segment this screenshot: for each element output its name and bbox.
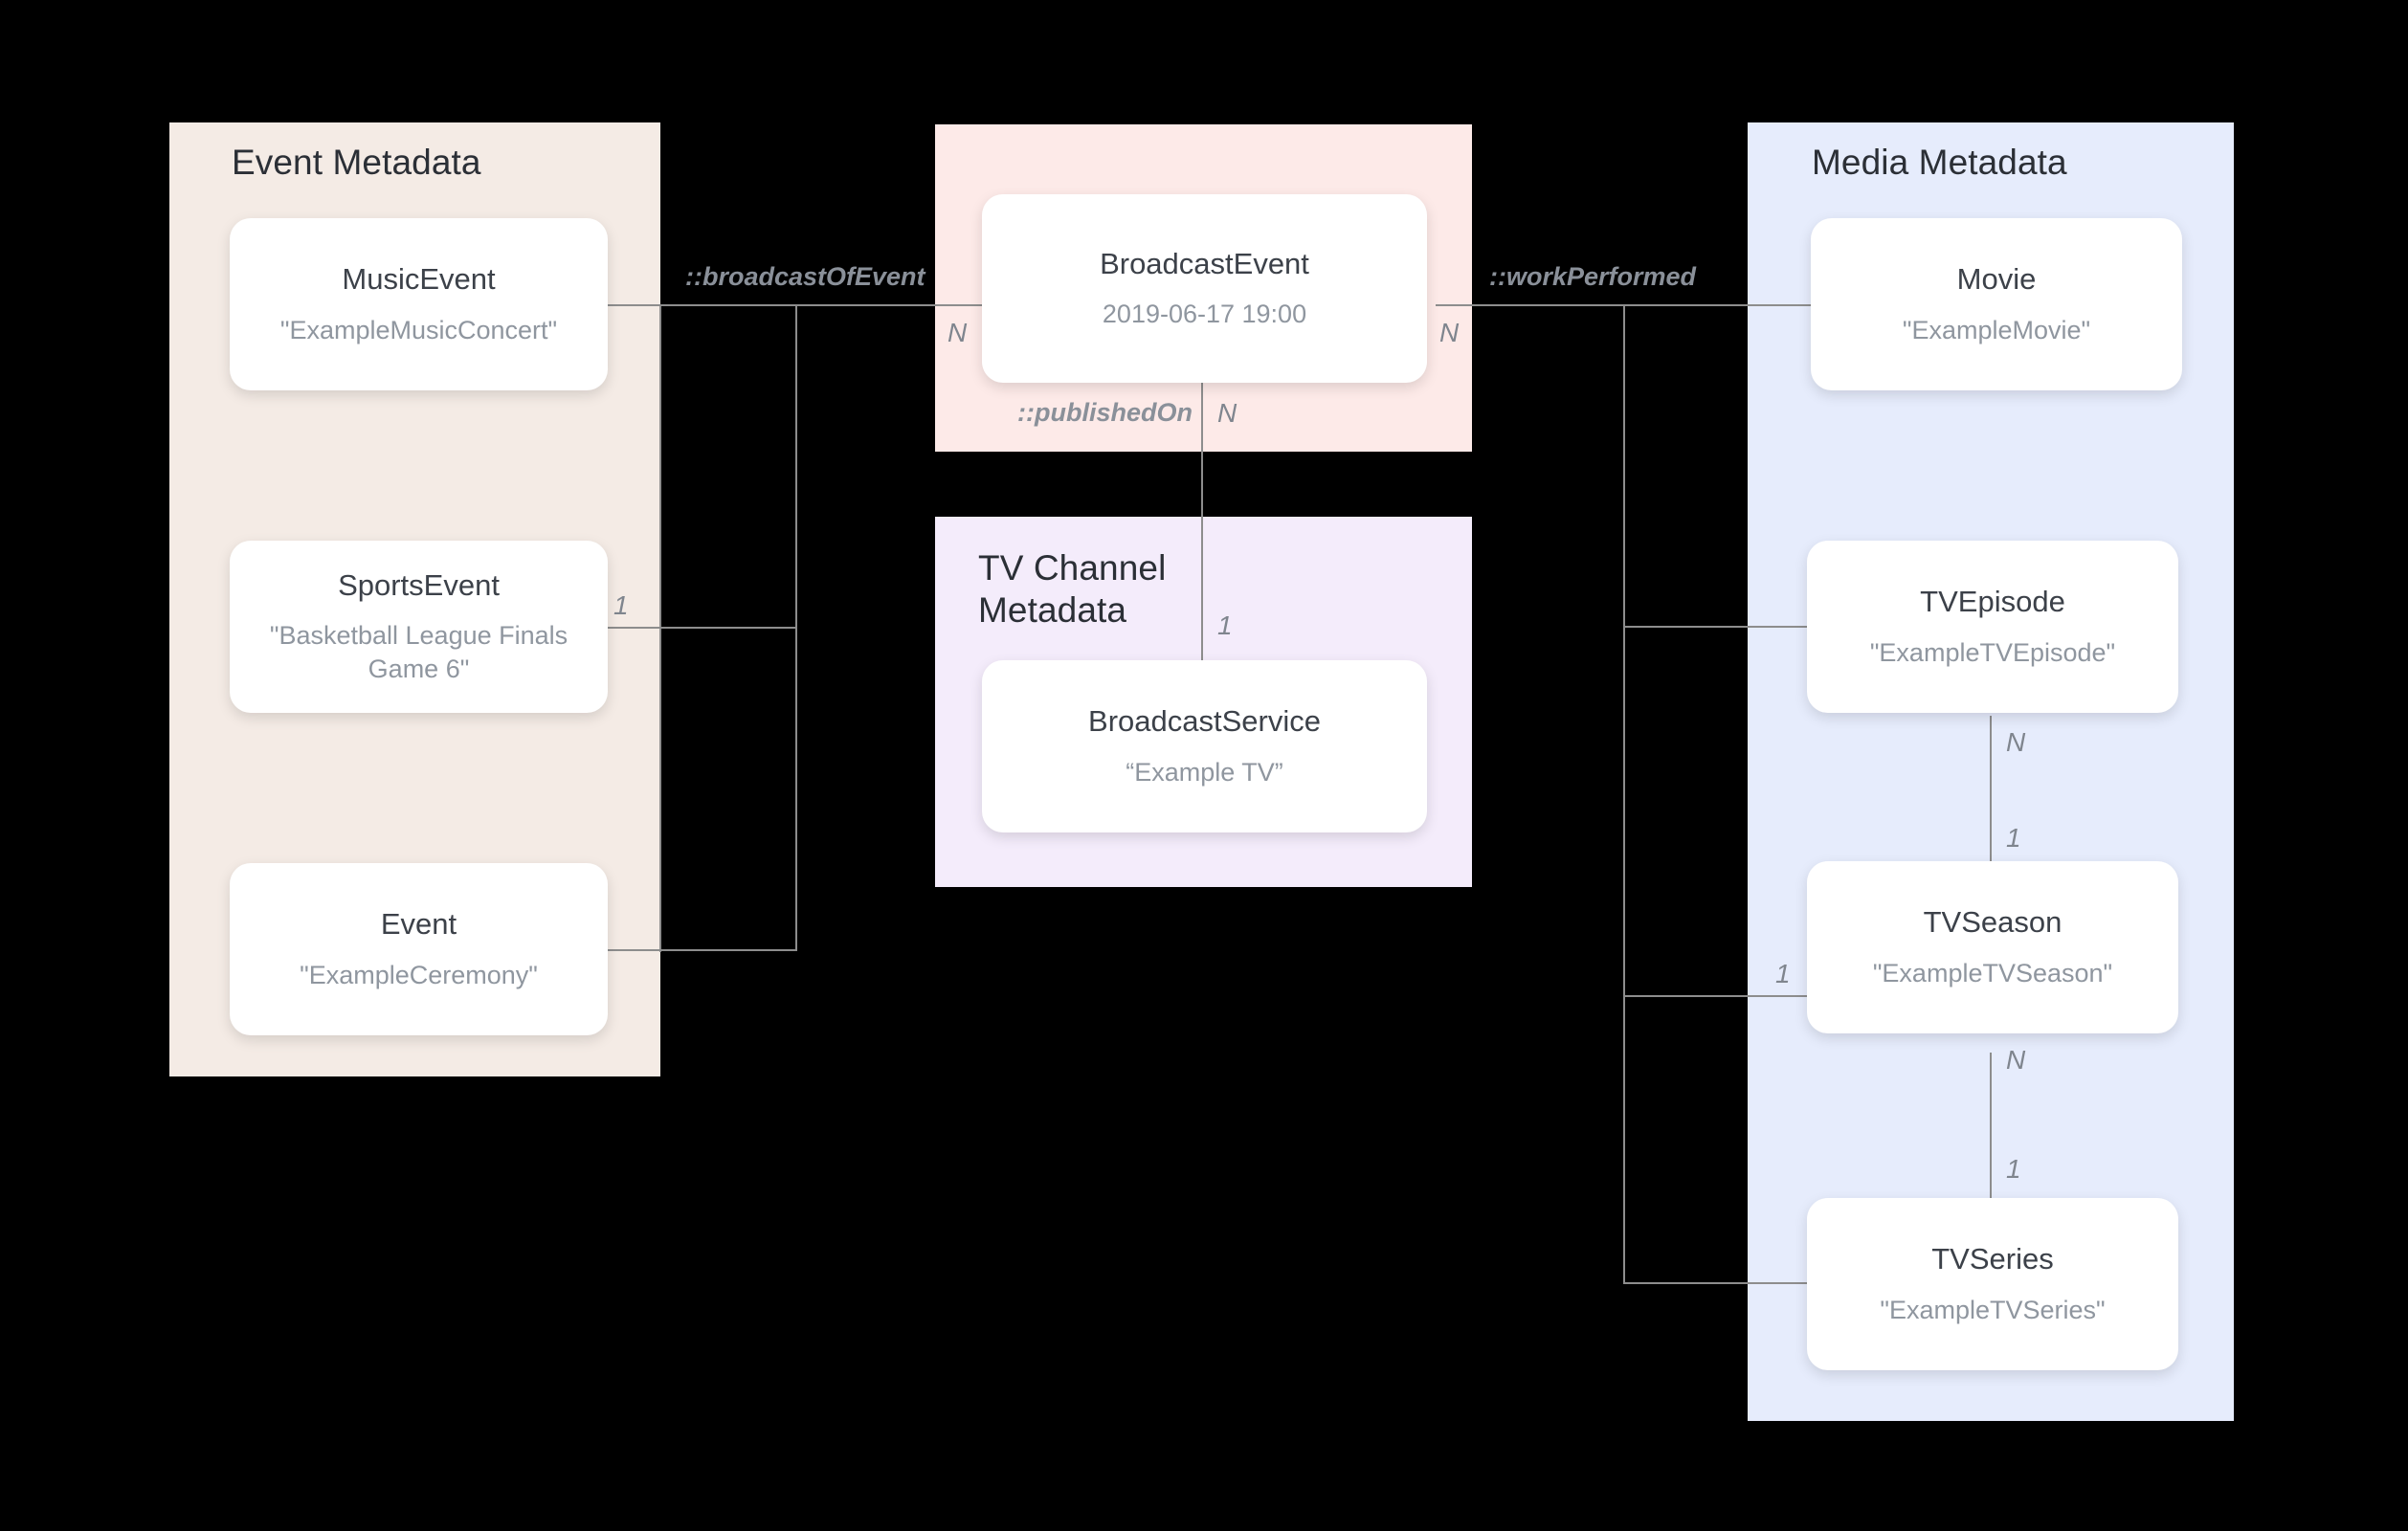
cardinality-tv-season-top: 1	[2006, 823, 2021, 853]
entity-card-tv-season[interactable]: TVSeason "ExampleTVSeason"	[1807, 861, 2178, 1033]
entity-type-broadcast-service: BroadcastService	[1088, 704, 1321, 739]
entity-value-tv-season: "ExampleTVSeason"	[1872, 958, 2113, 987]
entity-type-broadcast-event: BroadcastEvent	[1100, 246, 1309, 280]
entity-card-tv-series[interactable]: TVSeries "ExampleTVSeries"	[1807, 1198, 2178, 1370]
edge-trunk-to-broadcast-event	[659, 304, 1071, 306]
cardinality-tv-series-top: 1	[2006, 1154, 2021, 1184]
edge-event-trunk-riser	[659, 304, 661, 952]
group-title-event-metadata: Event Metadata	[232, 143, 481, 182]
edge-broadcast-event-to-broadcast-service	[1201, 383, 1203, 660]
entity-value-broadcast-service: “Example TV”	[1126, 757, 1283, 787]
entity-type-event: Event	[380, 907, 457, 942]
edge-event-trunk-vertical	[795, 304, 797, 951]
entity-value-broadcast-event: 2019-06-17 19:00	[1102, 300, 1307, 329]
entity-type-tv-season: TVSeason	[1923, 905, 2062, 940]
entity-value-event: "ExampleCeremony"	[300, 960, 538, 989]
entity-card-broadcast-service[interactable]: BroadcastService “Example TV”	[982, 660, 1427, 832]
edge-media-trunk-vertical	[1623, 304, 1625, 1283]
entity-type-tv-series: TVSeries	[1931, 1242, 2054, 1276]
entity-card-sports-event[interactable]: SportsEvent "Basketball League Finals Ga…	[230, 541, 608, 713]
cardinality-tv-episode-bottom: N	[2006, 727, 2026, 757]
entity-card-music-event[interactable]: MusicEvent "ExampleMusicConcert"	[230, 218, 608, 390]
entity-value-sports-event: "Basketball League Finals Game 6"	[269, 621, 569, 684]
entity-card-tv-episode[interactable]: TVEpisode "ExampleTVEpisode"	[1807, 541, 2178, 713]
group-title-tv-channel-metadata: TV Channel Metadata	[978, 548, 1167, 630]
entity-card-broadcast-event[interactable]: BroadcastEvent 2019-06-17 19:00	[982, 194, 1427, 383]
relation-label-broadcast-of-event: ::broadcastOfEvent	[685, 262, 925, 291]
cardinality-sports-event-right: 1	[613, 590, 629, 620]
edge-event-to-trunk	[600, 949, 797, 951]
edge-tv-season-to-tv-series	[1990, 1053, 1992, 1215]
edge-tv-episode-to-tv-season	[1990, 716, 1992, 898]
entity-value-music-event: "ExampleMusicConcert"	[279, 315, 558, 344]
relation-label-work-performed: ::workPerformed	[1489, 262, 1697, 291]
edge-sports-event-to-trunk	[600, 627, 797, 629]
cardinality-tv-season-bottom: N	[2006, 1045, 2026, 1075]
entity-value-movie: "ExampleMovie"	[1902, 315, 2091, 344]
entity-value-tv-series: "ExampleTVSeries"	[1880, 1295, 2106, 1324]
entity-card-event[interactable]: Event "ExampleCeremony"	[230, 863, 608, 1035]
entity-type-sports-event: SportsEvent	[338, 567, 500, 602]
group-title-media-metadata: Media Metadata	[1812, 143, 2067, 182]
cardinality-broadcast-event-right: N	[1439, 318, 1460, 347]
entity-card-movie[interactable]: Movie "ExampleMovie"	[1811, 218, 2182, 390]
entity-type-movie: Movie	[1956, 262, 2037, 297]
cardinality-tv-season-left: 1	[1775, 959, 1791, 988]
cardinality-broadcast-event-bottom: N	[1217, 398, 1237, 428]
entity-type-music-event: MusicEvent	[342, 262, 496, 297]
cardinality-broadcast-event-left: N	[948, 318, 968, 347]
edge-media-trunk-to-tv-episode	[1623, 626, 1815, 628]
entity-type-tv-episode: TVEpisode	[1920, 585, 2065, 619]
edge-media-trunk-to-tv-series	[1623, 1282, 1815, 1284]
edge-media-trunk-to-tv-season	[1623, 995, 1815, 997]
cardinality-broadcast-service-top: 1	[1217, 610, 1233, 640]
relation-label-published-on: ::publishedOn	[1017, 398, 1193, 427]
entity-value-tv-episode: "ExampleTVEpisode"	[1869, 637, 2116, 667]
